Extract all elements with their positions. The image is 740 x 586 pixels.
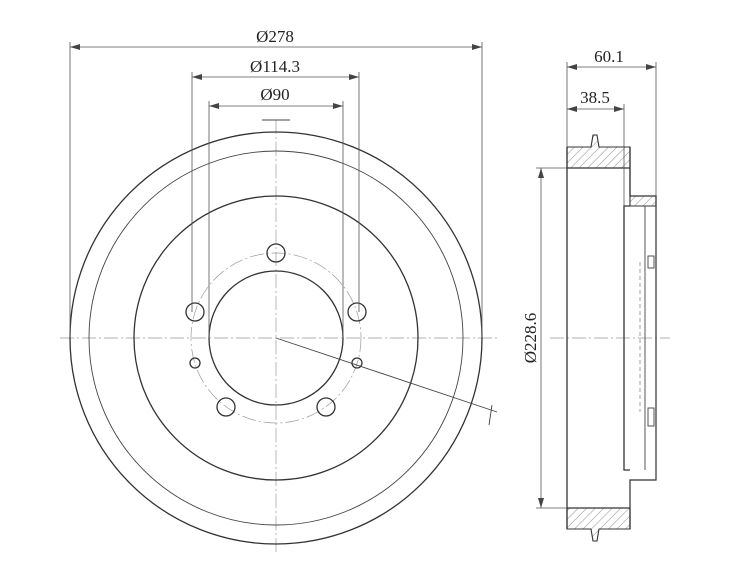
arrow-228-bottom bbox=[538, 498, 544, 508]
dim-label-60: 60.1 bbox=[594, 47, 624, 66]
stud-holes bbox=[185, 243, 367, 417]
dim-label-278: Ø278 bbox=[256, 27, 294, 46]
rim-inner-circle bbox=[88, 150, 464, 526]
section-bottom-hatch bbox=[566, 507, 631, 542]
screw-hole bbox=[189, 357, 201, 369]
stud-hole bbox=[185, 302, 205, 322]
arrow-60-left bbox=[567, 64, 577, 70]
arrow-228-top bbox=[538, 168, 544, 178]
radial-leader-tick bbox=[488, 404, 493, 426]
dim-label-228: Ø228.6 bbox=[521, 313, 540, 364]
dim-label-90: Ø90 bbox=[260, 85, 289, 104]
side-view: 60.1 38.5 Ø228.6 bbox=[521, 47, 670, 542]
arrow-114-left bbox=[192, 74, 202, 80]
arrow-60-right bbox=[646, 64, 656, 70]
arrow-90-left bbox=[209, 103, 219, 109]
stud-hole bbox=[216, 397, 236, 417]
stud-mark-bottom bbox=[647, 407, 655, 427]
braking-surface-circle bbox=[133, 195, 419, 481]
front-view: Ø278 Ø114.3 Ø90 bbox=[60, 27, 498, 555]
hub-inner-step bbox=[623, 205, 630, 471]
stud-mark-top bbox=[647, 255, 655, 269]
arrow-38-right bbox=[614, 106, 624, 112]
arrow-278-left bbox=[70, 44, 80, 50]
stud-hole bbox=[266, 243, 286, 263]
arrow-90-right bbox=[333, 103, 343, 109]
arrow-114-right bbox=[349, 74, 359, 80]
radial-leader-line bbox=[275, 337, 498, 413]
stud-hole bbox=[316, 397, 336, 417]
arrow-278-right bbox=[472, 44, 482, 50]
dim-label-114: Ø114.3 bbox=[250, 57, 300, 76]
dim-label-38: 38.5 bbox=[580, 88, 610, 107]
stud-hole bbox=[347, 302, 367, 322]
pcd-circle bbox=[190, 252, 362, 424]
arrow-38-left bbox=[567, 106, 577, 112]
